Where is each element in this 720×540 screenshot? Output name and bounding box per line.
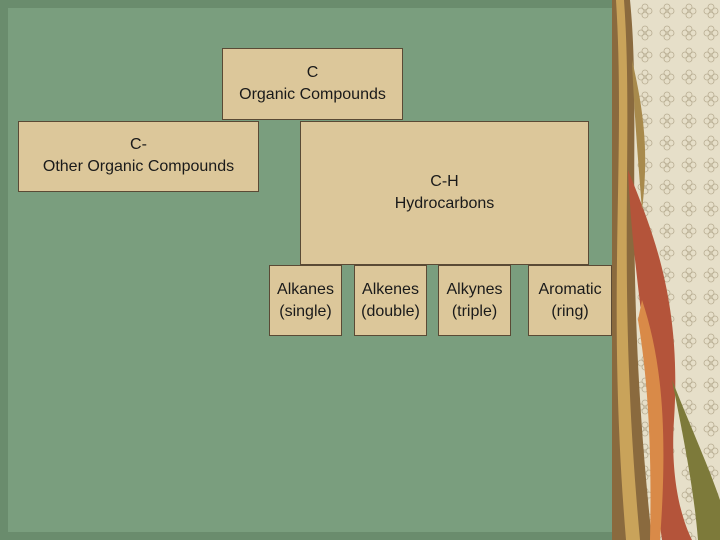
node-label-line1: Alkynes bbox=[446, 280, 503, 298]
node-label-line2: Other Organic Compounds bbox=[42, 158, 235, 175]
node-organic-compounds: C Organic Compounds bbox=[222, 48, 403, 120]
node-label-line2: Organic Compounds bbox=[239, 86, 386, 103]
node-label-line2: (ring) bbox=[551, 302, 589, 320]
node-label-line2: (triple) bbox=[451, 302, 498, 320]
slide-frame-left bbox=[0, 0, 8, 540]
decorative-floral-border bbox=[612, 0, 720, 540]
node-label-line2: (single) bbox=[279, 302, 332, 320]
node-label-line1: Alkanes bbox=[277, 280, 334, 298]
node-alkenes: Alkenes (double) bbox=[354, 265, 427, 336]
node-alkynes: Alkynes (triple) bbox=[438, 265, 511, 336]
node-label-line2: Hydrocarbons bbox=[394, 195, 495, 212]
slide-frame-top bbox=[0, 0, 620, 8]
node-label-line1: Aromatic bbox=[538, 280, 602, 298]
node-label-line1: Alkenes bbox=[362, 280, 419, 298]
node-other-organic-compounds: C- Other Organic Compounds bbox=[18, 121, 259, 192]
node-alkanes: Alkanes (single) bbox=[269, 265, 342, 336]
node-label-line1: C-H bbox=[430, 173, 459, 190]
node-hydrocarbons: C-H Hydrocarbons bbox=[300, 121, 589, 265]
node-aromatic: Aromatic (ring) bbox=[528, 265, 612, 336]
node-label-line2: (double) bbox=[361, 302, 420, 320]
node-label-line1: C bbox=[306, 64, 319, 81]
node-label-line1: C- bbox=[130, 136, 147, 153]
slide-frame-bottom bbox=[0, 532, 620, 540]
